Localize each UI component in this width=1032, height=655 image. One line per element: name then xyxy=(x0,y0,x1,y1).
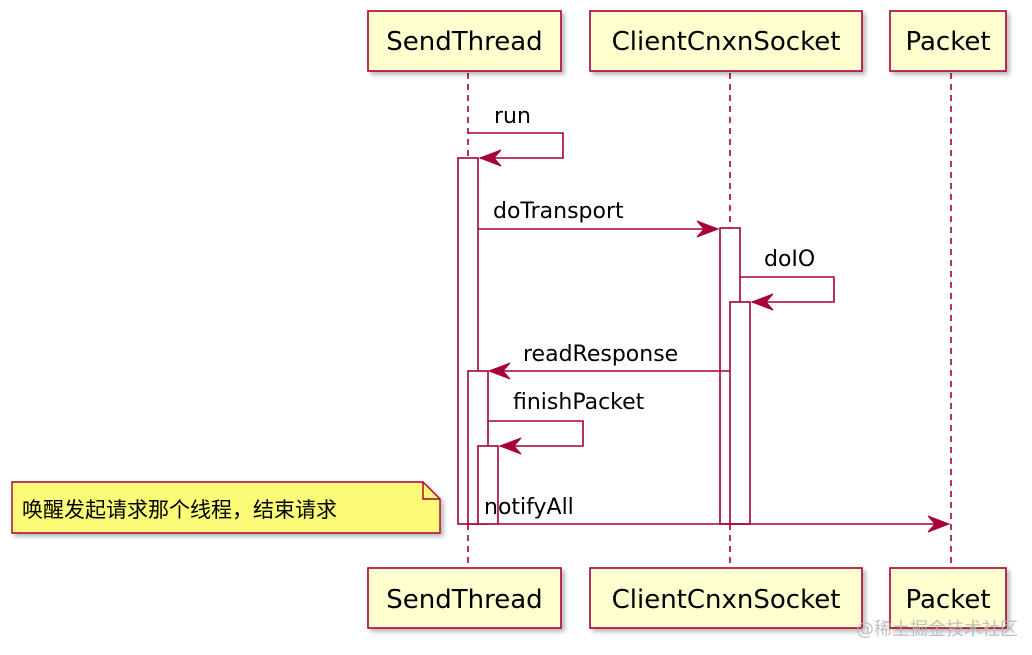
message-label-dotransport: doTransport xyxy=(493,199,624,224)
participant-bottom-packet: Packet xyxy=(889,567,1007,629)
note xyxy=(11,481,441,534)
message-readresponse: readResponse xyxy=(487,342,730,380)
participant-top-clientcnxnsocket: ClientCnxnSocket xyxy=(589,10,863,72)
participant-label: SendThread xyxy=(386,27,542,57)
message-run: run xyxy=(468,104,564,167)
watermark: @稀土掘金技术社区 xyxy=(856,619,1018,640)
message-label-doio: doIO xyxy=(764,247,815,272)
message-label-run: run xyxy=(494,104,531,129)
message-label-notifyall: notifyAll xyxy=(484,495,574,520)
message-label-finishpacket: finishPacket xyxy=(513,390,645,415)
message-doio: doIO xyxy=(740,247,835,311)
message-dotransport: doTransport xyxy=(478,199,720,238)
message-label-readresponse: readResponse xyxy=(523,342,678,367)
note-text: 唤醒发起请求那个线程，结束请求 xyxy=(22,498,337,522)
participant-label: Packet xyxy=(905,27,990,57)
activation-clientcnxnsocket-doio xyxy=(729,301,751,525)
participant-top-sendthread: SendThread xyxy=(367,10,562,72)
message-notifyall: notifyAll xyxy=(484,495,951,533)
activation-sendthread-finishpacket xyxy=(477,445,499,525)
participant-label: Packet xyxy=(905,585,990,615)
participant-label: ClientCnxnSocket xyxy=(612,585,841,615)
participant-label: SendThread xyxy=(386,585,542,615)
participant-bottom-sendthread: SendThread xyxy=(367,567,562,629)
participant-label: ClientCnxnSocket xyxy=(612,27,841,57)
participant-top-packet: Packet xyxy=(889,10,1007,72)
message-finishpacket: finishPacket xyxy=(488,390,645,455)
participant-bottom-clientcnxnsocket: ClientCnxnSocket xyxy=(589,567,863,629)
